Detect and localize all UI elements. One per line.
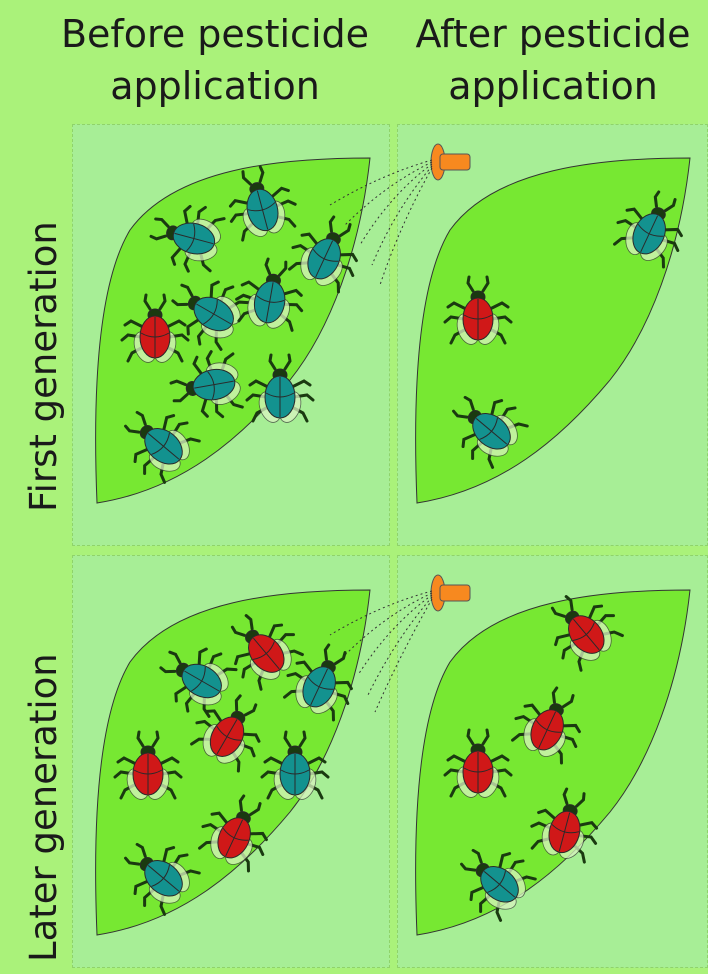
spray-mist bbox=[329, 159, 433, 286]
sprayer-icon bbox=[430, 574, 471, 612]
spray-mist bbox=[329, 590, 433, 713]
column-title-after: After pesticide application bbox=[415, 12, 691, 108]
leaf bbox=[415, 589, 691, 936]
column-title-before: Before pesticide application bbox=[60, 12, 370, 108]
leaf bbox=[415, 157, 691, 504]
sprayer-icon bbox=[430, 143, 471, 181]
